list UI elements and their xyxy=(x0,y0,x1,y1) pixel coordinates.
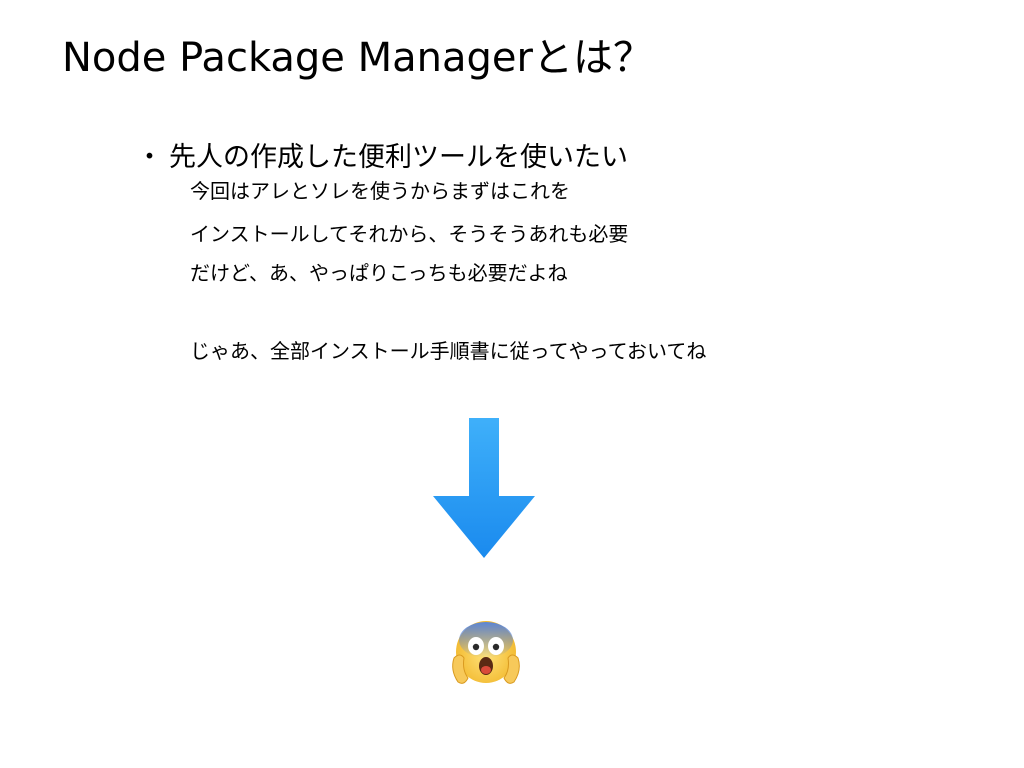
down-arrow-icon xyxy=(433,418,535,558)
screaming-face-icon xyxy=(452,621,520,684)
body-line: インストールしてそれから、そうそうあれも必要 xyxy=(190,222,629,246)
body-line: じゃあ、全部インストール手順書に従ってやっておいてね xyxy=(190,339,707,363)
bullet-heading: ・先人の作成した便利ツールを使いたい xyxy=(136,138,628,178)
bullet-text: 先人の作成した便利ツールを使いたい xyxy=(169,142,628,173)
slide-title: Node Package Managerとは？ xyxy=(62,35,653,81)
body-line: 今回はアレとソレを使うからまずはこれを xyxy=(190,179,570,203)
body-line: だけど、あ、やっぱりこっちも必要だよね xyxy=(190,261,568,285)
bullet-marker: ・ xyxy=(136,142,163,173)
arrow-shape xyxy=(433,418,535,558)
